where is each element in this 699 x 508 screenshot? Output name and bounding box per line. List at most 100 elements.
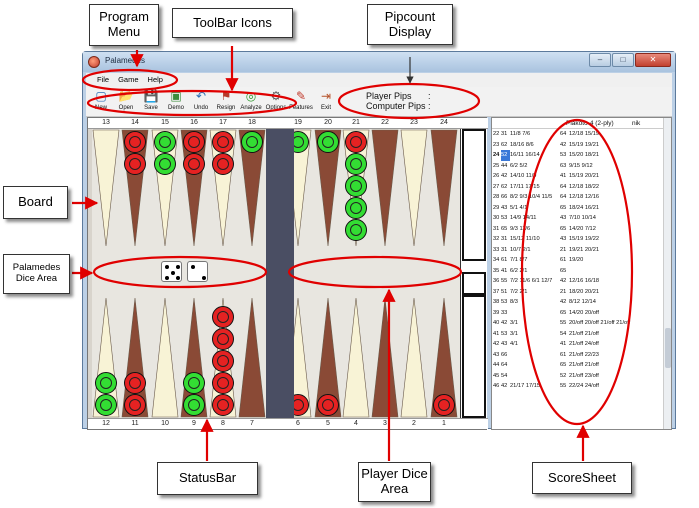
red-checker[interactable]	[433, 394, 455, 416]
toolbar-open-button[interactable]: 📂Open	[115, 89, 137, 116]
red-checker[interactable]	[212, 372, 234, 394]
scoresheet-scrollbar[interactable]	[663, 118, 671, 429]
toolbar-save-button[interactable]: 💾Save	[140, 89, 162, 116]
red-checker[interactable]	[345, 131, 367, 153]
red-checker[interactable]	[212, 328, 234, 350]
toolbar-analyze-button[interactable]: ◎Analyze	[240, 89, 262, 116]
green-checker[interactable]	[154, 153, 176, 175]
red-checker[interactable]	[212, 153, 234, 175]
toolbar-exit-button[interactable]: ⇥Exit	[315, 89, 337, 116]
board-bar[interactable]	[266, 129, 294, 418]
title-bar[interactable]: Palamedes – □ ✕	[83, 52, 675, 72]
green-checker[interactable]	[345, 197, 367, 219]
red-checker[interactable]	[183, 131, 205, 153]
board-point-5[interactable]	[314, 297, 342, 418]
maximize-icon[interactable]: □	[612, 53, 634, 67]
green-checker[interactable]	[95, 372, 117, 394]
green-checker[interactable]	[345, 153, 367, 175]
toolbar-undo-button[interactable]: ↶Undo	[190, 89, 212, 116]
toolbar-new-button[interactable]: ▢New	[90, 89, 112, 116]
green-checker[interactable]	[345, 175, 367, 197]
bear-off-tray[interactable]	[460, 129, 487, 418]
board-point-24[interactable]	[430, 129, 458, 247]
close-icon[interactable]: ✕	[635, 53, 671, 67]
demo-icon: ▣	[170, 89, 182, 103]
green-checker[interactable]	[154, 131, 176, 153]
toolbar-resign-button[interactable]: ⚑Resign	[215, 89, 237, 116]
red-checker[interactable]	[212, 131, 234, 153]
green-checker[interactable]	[95, 394, 117, 416]
menu-game[interactable]: Game	[118, 75, 139, 84]
toolbar-options-button[interactable]: ⚙Options	[265, 89, 287, 116]
tray-bottom-box[interactable]	[462, 295, 486, 418]
scroll-thumb[interactable]	[665, 328, 671, 368]
red-checker[interactable]	[124, 153, 146, 175]
board-point-1[interactable]	[430, 297, 458, 418]
green-checker[interactable]	[183, 394, 205, 416]
scoresheet-cell: 52	[501, 150, 510, 161]
red-checker[interactable]	[183, 153, 205, 175]
save-disk-icon: 💾	[143, 89, 159, 103]
board-point-4[interactable]	[342, 297, 370, 418]
scoresheet-cell: 21/off 23/off	[569, 372, 599, 379]
red-checker[interactable]	[212, 350, 234, 372]
board-point-22[interactable]	[371, 129, 399, 247]
board-point-13[interactable]	[92, 129, 120, 247]
red-checker[interactable]	[317, 394, 339, 416]
red-checker[interactable]	[212, 306, 234, 328]
menu-help[interactable]: Help	[147, 75, 163, 84]
green-checker[interactable]	[317, 131, 339, 153]
board-point-3[interactable]	[371, 297, 399, 418]
board-point-23[interactable]	[400, 129, 428, 247]
minimize-icon[interactable]: –	[589, 53, 611, 67]
board-point-20[interactable]	[314, 129, 342, 247]
point-number: 19	[294, 119, 302, 126]
red-checker[interactable]	[124, 131, 146, 153]
green-checker[interactable]	[345, 219, 367, 241]
scoresheet-cell: 53	[501, 299, 508, 305]
red-checker[interactable]	[124, 372, 146, 394]
scoresheet-cell: 19/21 20/21	[569, 246, 600, 253]
tray-top-box[interactable]	[462, 129, 486, 261]
board-point-18[interactable]	[238, 129, 266, 247]
red-checker[interactable]	[212, 394, 234, 416]
toolbar-demo-button[interactable]: ▣Demo	[165, 89, 187, 116]
menu-file[interactable]: File	[97, 75, 110, 84]
board-point-7[interactable]	[238, 297, 266, 418]
red-checker[interactable]	[124, 394, 146, 416]
point-number: 1	[442, 420, 446, 427]
toolbar-features-button[interactable]: ✎Features	[289, 89, 313, 116]
green-checker[interactable]	[183, 372, 205, 394]
board-point-2[interactable]	[400, 297, 428, 418]
board-point-10[interactable]	[151, 297, 179, 418]
point-number: 4	[354, 420, 358, 427]
green-checker[interactable]	[241, 131, 263, 153]
callout-pipcount-display: Pipcount Display	[367, 4, 453, 45]
